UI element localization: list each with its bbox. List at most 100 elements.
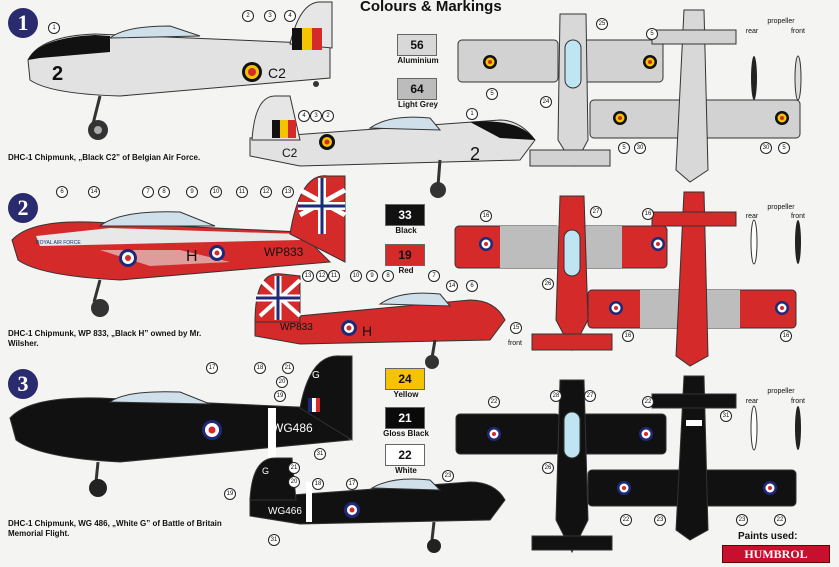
callout: 15 <box>510 322 522 334</box>
swatch-24: 24 Yellow <box>371 368 441 399</box>
callout: 23 <box>442 470 454 482</box>
scheme-1-bottom-view <box>589 9 801 183</box>
callout: 3 <box>310 110 322 122</box>
callout: 5 <box>618 142 630 154</box>
scheme-2-bottom-view <box>587 191 797 367</box>
callout: 9 <box>186 186 198 198</box>
callout: 22 <box>620 514 632 526</box>
swatch-56: 56 Aluminium <box>383 34 453 65</box>
callout: 22 <box>642 396 654 408</box>
callout: 22 <box>488 396 500 408</box>
scheme-2-letter-2: H <box>362 323 372 339</box>
scheme-2-serial-2: WP833 <box>280 322 313 333</box>
swatch-33-chip: 33 <box>385 204 425 226</box>
scheme-2-caption-line2: Wilsher. <box>8 339 39 348</box>
callout: 20 <box>276 376 288 388</box>
scheme-2-caption-line1: DHC-1 Chipmunk, WP 833, „Black H” owned … <box>8 329 202 338</box>
callout: 12 <box>260 186 272 198</box>
callout: 16 <box>642 208 654 220</box>
callout: 28 <box>550 390 562 402</box>
callout: 2 <box>322 110 334 122</box>
callout: 4 <box>284 10 296 22</box>
scheme-3-letter: G <box>312 370 320 381</box>
callout: 25 <box>596 18 608 30</box>
callout: 31 <box>314 448 326 460</box>
swatch-21-chip: 21 <box>385 407 425 429</box>
prop-title-3: propeller <box>767 388 795 395</box>
paints-used-label: Paints used: <box>738 531 798 542</box>
swatch-21-name: Gloss Black <box>383 429 429 438</box>
callout: 17 <box>346 478 358 490</box>
scheme-3-side-view-2 <box>249 457 506 553</box>
scheme-2-raf-text: ROYAL AIR FORCE <box>36 240 81 246</box>
callout: 27 <box>584 390 596 402</box>
callout: 6 <box>466 280 478 292</box>
callout: 18 <box>254 362 266 374</box>
callout: 20 <box>288 476 300 488</box>
callout: 10 <box>210 186 222 198</box>
prop-front-2: front <box>790 213 805 220</box>
callout: 7 <box>142 186 154 198</box>
swatch-22: 22 White <box>371 444 441 475</box>
humbrol-logo: HUMBROL <box>722 545 830 563</box>
scheme-2-side-view <box>11 175 347 317</box>
scheme-1-code-right: 2 <box>470 144 480 164</box>
swatch-64: 64 Light Grey <box>383 78 453 109</box>
callout: 6 <box>56 186 68 198</box>
swatch-19-name: Red <box>398 266 414 275</box>
callout: 18 <box>312 478 324 490</box>
scheme-3-serial: WG486 <box>272 421 313 435</box>
swatch-22-name: White <box>395 466 417 475</box>
swatch-33-name: Black <box>395 226 417 235</box>
callout: 13 <box>302 270 314 282</box>
swatch-22-chip: 22 <box>385 444 425 466</box>
callout: 16 <box>480 210 492 222</box>
scheme-1-propellers <box>751 55 802 101</box>
scheme-3-caption-line2: Memorial Flight. <box>8 529 70 538</box>
callout: 31 <box>720 410 732 422</box>
prop-rear-3: rear <box>745 398 759 405</box>
callout: 5 <box>646 28 658 40</box>
callout: 8 <box>158 186 170 198</box>
scheme-1-badge: 1 <box>8 8 38 38</box>
scheme-2-serial: WP833 <box>264 245 304 259</box>
scheme-2-letter: H <box>186 248 198 265</box>
callout: 2 <box>242 10 254 22</box>
callout: 8 <box>382 270 394 282</box>
callout: 14 <box>446 280 458 292</box>
prop-title-1: propeller <box>767 18 795 25</box>
callout: 30 <box>760 142 772 154</box>
callout: 22 <box>774 514 786 526</box>
callout: 24 <box>540 96 552 108</box>
callout: 13 <box>282 186 294 198</box>
prop-front-3: front <box>790 398 805 405</box>
swatch-64-name: Light Grey <box>397 100 438 109</box>
scheme-2-side-view-2 <box>254 273 506 369</box>
callout: 26 <box>542 278 554 290</box>
swatch-64-chip: 64 <box>397 78 437 100</box>
scheme-3-bottom-view <box>587 375 797 541</box>
swatch-21: 21 Gloss Black <box>371 407 441 438</box>
callout: 27 <box>590 206 602 218</box>
scheme-1-code-tail: C2 <box>268 65 286 81</box>
callout: 23 <box>736 514 748 526</box>
callout: 26 <box>542 462 554 474</box>
callout: 1 <box>48 22 60 34</box>
scheme-1-caption: DHC-1 Chipmunk, „Black C2” of Belgian Ai… <box>8 153 201 162</box>
scheme-3-letter-2: G <box>262 466 269 476</box>
scheme-2-propellers <box>750 219 801 265</box>
scheme-3-caption-line1: DHC-1 Chipmunk, WG 486, „White G” of Bat… <box>8 519 222 528</box>
swatch-56-chip: 56 <box>397 34 437 56</box>
callout: 19 <box>274 390 286 402</box>
callout: 5 <box>778 142 790 154</box>
scheme-1-side-view-2 <box>249 95 536 198</box>
scheme-3-caption: DHC-1 Chipmunk, WG 486, „White G” of Bat… <box>8 519 222 539</box>
swatch-24-chip: 24 <box>385 368 425 390</box>
prop-front-1: front <box>790 28 805 35</box>
scheme-1-top-view <box>457 13 664 168</box>
scheme-3-badge: 3 <box>8 369 38 399</box>
callout: 16 <box>622 330 634 342</box>
callout: 19 <box>224 488 236 500</box>
callout: 23 <box>654 514 666 526</box>
